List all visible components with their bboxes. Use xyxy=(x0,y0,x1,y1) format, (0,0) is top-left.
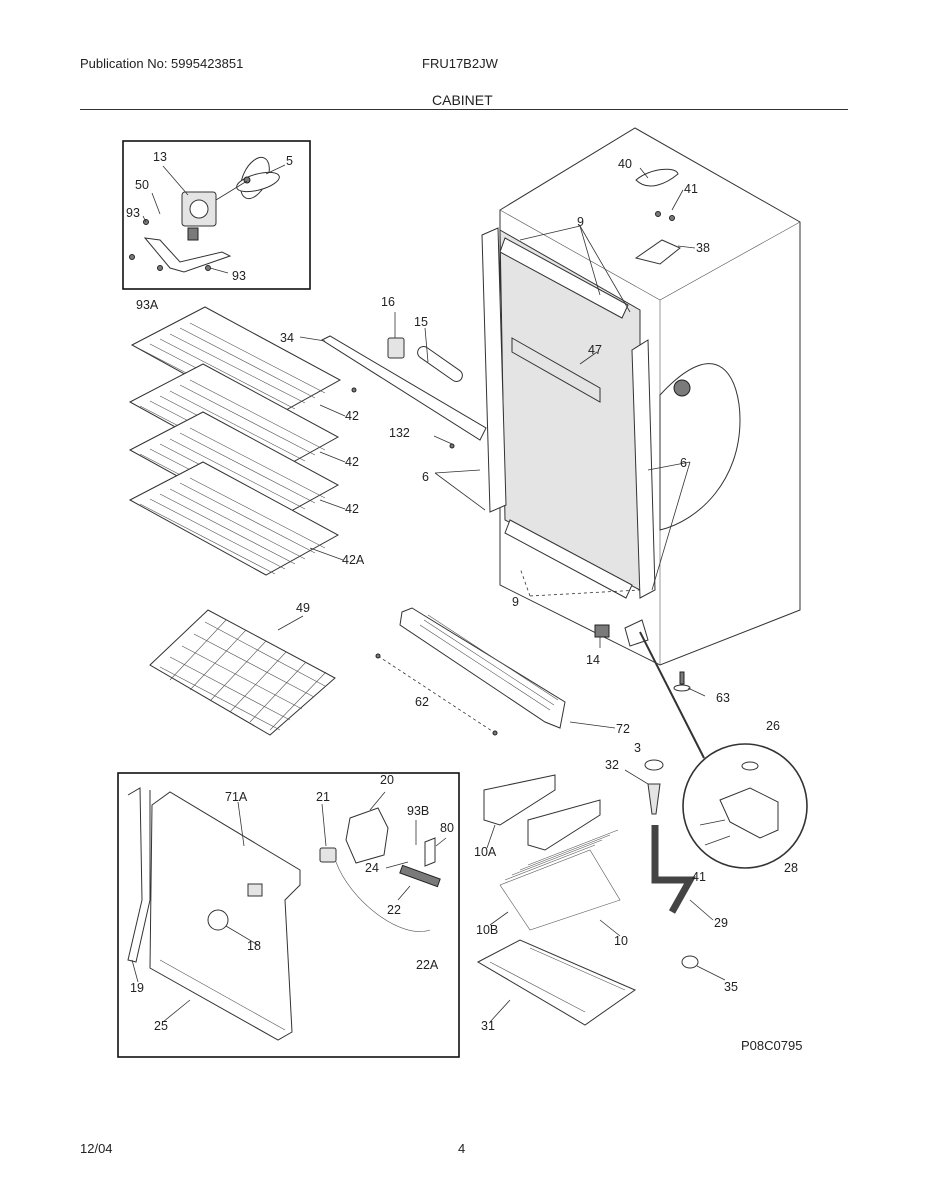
callout-93A: 93A xyxy=(136,298,159,312)
callout-93B: 93B xyxy=(407,804,429,818)
callout-6-left: 6 xyxy=(422,470,429,484)
callout-19: 19 xyxy=(130,981,144,995)
callout-22: 22 xyxy=(387,903,401,917)
callout-80: 80 xyxy=(440,821,454,835)
callout-10B: 10B xyxy=(476,923,498,937)
top-hinge-assembly xyxy=(634,167,696,265)
footer-date: 12/04 xyxy=(80,1141,113,1156)
motor-bracket xyxy=(143,237,232,273)
callout-40: 40 xyxy=(618,157,632,171)
callout-38: 38 xyxy=(696,241,710,255)
callout-9-top: 9 xyxy=(577,215,584,229)
defrost-heater-assembly xyxy=(483,774,621,937)
evaporator-cover-inset xyxy=(117,772,460,1058)
callout-20: 20 xyxy=(380,773,394,787)
cabinet-side-panel xyxy=(659,363,741,531)
callout-3: 3 xyxy=(634,741,641,755)
callout-13: 13 xyxy=(153,150,167,164)
wire-shelves xyxy=(128,306,346,576)
drain-tray xyxy=(476,939,637,1026)
callout-42-c: 42 xyxy=(345,502,359,516)
callout-93: 93 xyxy=(126,206,140,220)
callout-18: 18 xyxy=(247,939,261,953)
callout-41-hinge: 41 xyxy=(692,870,706,884)
callout-14: 14 xyxy=(586,653,600,667)
callout-132: 132 xyxy=(389,426,410,440)
door-switch-and-leveler xyxy=(594,619,706,697)
callout-49: 49 xyxy=(296,601,310,615)
cabinet-shell xyxy=(434,127,801,666)
hose-clamp xyxy=(681,955,726,981)
freezer-basket xyxy=(149,609,336,736)
callout-71A: 71A xyxy=(225,790,248,804)
callout-22A: 22A xyxy=(416,958,439,972)
cap-and-pivot-pin xyxy=(624,759,664,815)
callout-10A: 10A xyxy=(474,845,497,859)
callout-31: 31 xyxy=(481,1019,495,1033)
callout-25: 25 xyxy=(154,1019,168,1033)
fan-blade xyxy=(236,156,280,200)
shelf-rail-and-light xyxy=(299,312,487,449)
callout-42-b: 42 xyxy=(345,455,359,469)
drain-hose xyxy=(651,825,714,921)
callout-15: 15 xyxy=(414,315,428,329)
page-number: 4 xyxy=(458,1141,466,1156)
callout-47: 47 xyxy=(588,343,602,357)
callout-72: 72 xyxy=(616,722,630,736)
callout-26: 26 xyxy=(766,719,780,733)
figure-id: P08C0795 xyxy=(741,1038,802,1053)
callout-28: 28 xyxy=(784,861,798,875)
callout-62: 62 xyxy=(415,695,429,709)
callout-29: 29 xyxy=(714,916,728,930)
callout-9-bottom: 9 xyxy=(512,595,519,609)
publication-number: Publication No: 5995423851 xyxy=(80,56,244,71)
callout-24: 24 xyxy=(365,861,379,875)
callout-41: 41 xyxy=(684,182,698,196)
section-title: CABINET xyxy=(432,92,493,108)
callout-16: 16 xyxy=(381,295,395,309)
header-rule xyxy=(80,109,848,110)
callout-63: 63 xyxy=(716,691,730,705)
callout-35: 35 xyxy=(724,980,738,994)
fan-motor xyxy=(181,180,248,241)
callout-50: 50 xyxy=(135,178,149,192)
callout-34: 34 xyxy=(280,331,294,345)
callout-32: 32 xyxy=(605,758,619,772)
callout-5: 5 xyxy=(286,154,293,168)
kickplate-grille xyxy=(375,607,616,736)
callout-10: 10 xyxy=(614,934,628,948)
callout-6-right: 6 xyxy=(680,456,687,470)
wire-shelf-4 xyxy=(128,461,340,576)
hinge-detail-callout xyxy=(639,631,808,869)
callout-93-lower: 93 xyxy=(232,269,246,283)
callout-21: 21 xyxy=(316,790,330,804)
model-number: FRU17B2JW xyxy=(422,56,498,71)
callout-42-a: 42 xyxy=(345,409,359,423)
callout-42A: 42A xyxy=(342,553,365,567)
fan-motor-inset xyxy=(122,140,311,290)
